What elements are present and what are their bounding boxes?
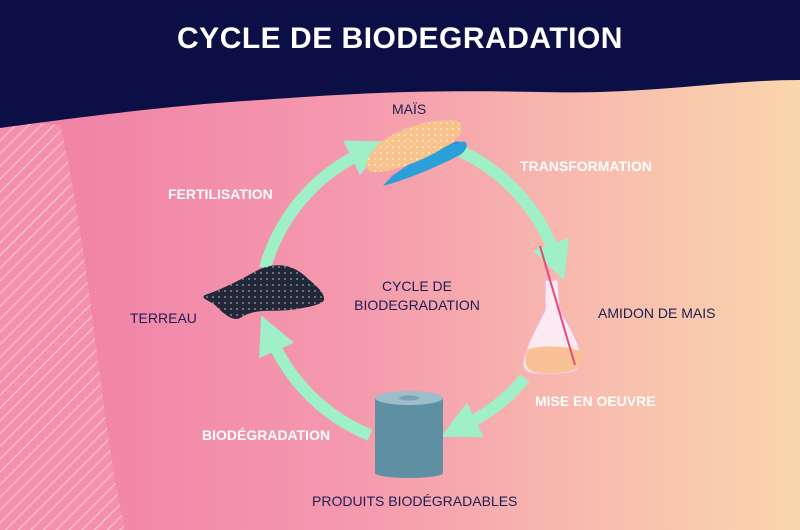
center-label: CYCLE DE BIODEGRADATION [352,277,482,315]
cylinder-icon [375,391,443,478]
arrow-biodegradation [259,315,373,441]
stage-label-produits: PRODUITS BIODÉGRADABLES [312,493,518,509]
header-band [0,0,800,128]
stage-label-amidon: AMIDON DE MAIS [598,305,716,321]
center-label-line1: CYCLE DE [381,278,453,294]
hatched-band [0,120,125,530]
arrow-mise-en-oeuvre [440,374,530,438]
center-label-line2: BIODEGRADATION [354,297,480,313]
stage-label-terreau: TERREAU [130,310,197,326]
page-title: CYCLE DE BIODEGRADATION [177,22,623,55]
arrow-fertilisation [259,140,387,270]
step-label-transformation: TRANSFORMATION [520,158,652,174]
corn-icon [366,120,467,186]
stage-label-mais: MAÏS [392,101,427,117]
soil-icon [203,265,325,319]
step-label-mise-en-oeuvre: MISE EN OEUVRE [535,393,656,409]
arrow-transformation [455,144,570,281]
step-label-biodegradation: BIODÉGRADATION [202,427,331,443]
flask-icon [522,245,583,375]
step-label-fertilisation: FERTILISATION [168,186,273,202]
